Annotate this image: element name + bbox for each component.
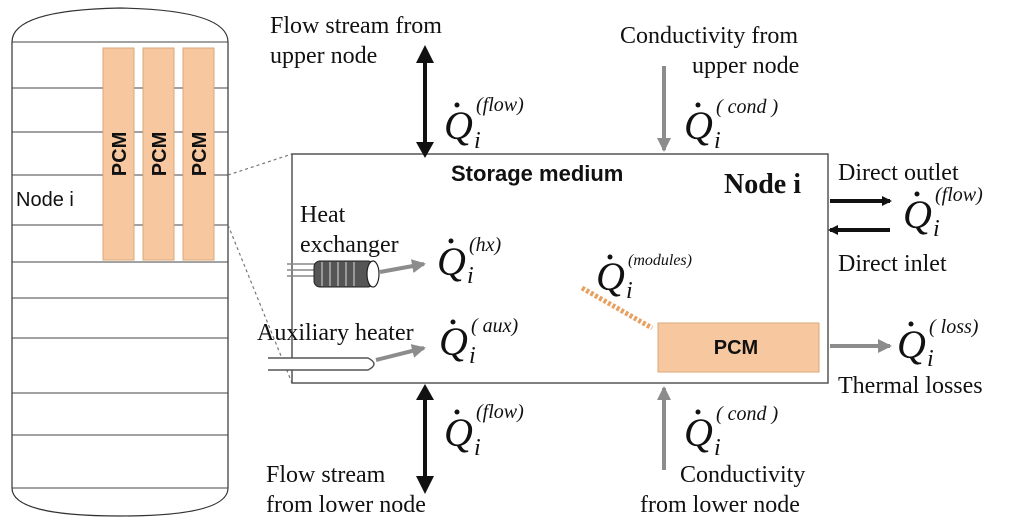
svg-text:(flow): (flow) xyxy=(935,184,983,206)
svg-text:( cond ): ( cond ) xyxy=(716,96,779,118)
q-aux: Q i ( aux) xyxy=(439,315,519,369)
q-loss: Q i ( loss) xyxy=(897,316,979,372)
svg-text:i: i xyxy=(469,343,476,369)
svg-text:Q: Q xyxy=(903,192,932,237)
svg-text:i: i xyxy=(714,128,721,154)
svg-text:(flow): (flow) xyxy=(476,94,524,116)
flow-upper-label-1: Flow stream from xyxy=(270,13,442,39)
auxiliary-heater-icon xyxy=(268,357,375,371)
svg-text:Q: Q xyxy=(437,239,466,284)
q-flow-lower: Q i (flow) xyxy=(444,401,524,461)
cond-lower-label-2: from lower node xyxy=(640,492,800,518)
pcm-module-1 xyxy=(102,47,135,261)
auxiliary-heater-label: Auxiliary heater xyxy=(257,320,414,346)
pcm-block xyxy=(657,322,820,373)
svg-text:i: i xyxy=(933,216,940,242)
svg-text:Q: Q xyxy=(897,322,926,367)
heat-exchanger-label-1: Heat xyxy=(300,202,346,228)
flow-lower-label-1: Flow stream xyxy=(266,462,386,488)
cond-upper-label-2: upper node xyxy=(692,53,799,79)
pcm-block-label: PCM xyxy=(714,337,758,359)
svg-text:i: i xyxy=(714,435,721,461)
cond-upper-label-1: Conductivity from xyxy=(620,23,798,49)
svg-text:i: i xyxy=(467,263,474,289)
aux-arrow xyxy=(375,344,426,362)
heat-exchanger-icon xyxy=(287,260,380,288)
svg-text:(modules): (modules) xyxy=(628,252,692,269)
storage-medium-title: Storage medium xyxy=(451,161,623,186)
flow-upper-label-2: upper node xyxy=(270,43,377,69)
q-cond-lower: Q i ( cond ) xyxy=(684,403,779,461)
q-cond-upper: Q i ( cond ) xyxy=(684,96,779,154)
node-i-title: Node i xyxy=(724,169,801,200)
svg-text:i: i xyxy=(626,278,633,304)
thermal-losses-label: Thermal losses xyxy=(838,373,983,399)
flow-upper-arrow xyxy=(416,45,434,158)
svg-text:Q: Q xyxy=(684,410,713,455)
pcm-module-3 xyxy=(182,47,215,261)
svg-text:Q: Q xyxy=(684,103,713,148)
zoom-line-top xyxy=(227,153,293,176)
svg-text:Q: Q xyxy=(439,319,468,364)
hx-arrow xyxy=(379,259,426,274)
q-flow-upper: Q i (flow) xyxy=(444,94,524,154)
pcm-module-2-label: PCM xyxy=(149,132,171,176)
direct-outlet-label: Direct outlet xyxy=(838,160,959,186)
direct-inlet-label: Direct inlet xyxy=(838,251,947,277)
flow-lower-label-2: from lower node xyxy=(266,492,426,518)
flow-lower-arrow xyxy=(416,384,434,494)
svg-text:Q: Q xyxy=(444,103,473,148)
svg-text:i: i xyxy=(474,128,481,154)
svg-text:( loss): ( loss) xyxy=(929,316,979,338)
svg-text:i: i xyxy=(474,435,481,461)
svg-text:( aux): ( aux) xyxy=(471,315,519,337)
heat-exchanger-label-2: exchanger xyxy=(300,232,399,258)
svg-text:(hx): (hx) xyxy=(469,234,502,256)
modules-dashed-line xyxy=(580,285,654,331)
svg-text:( cond ): ( cond ) xyxy=(716,403,779,425)
svg-text:Q: Q xyxy=(596,254,625,299)
pcm-module-2 xyxy=(142,47,175,261)
svg-text:Q: Q xyxy=(444,410,473,455)
q-modules: Q i (modules) xyxy=(596,252,692,304)
svg-text:i: i xyxy=(927,346,934,372)
pcm-module-3-label: PCM xyxy=(189,132,211,176)
q-hx: Q i (hx) xyxy=(437,234,502,289)
zoom-line-bottom xyxy=(227,224,293,384)
svg-text:(flow): (flow) xyxy=(476,401,524,423)
tank-node-label: Node i xyxy=(16,189,74,211)
q-flow-direct: Q i (flow) xyxy=(903,184,983,242)
cond-lower-label-1: Conductivity xyxy=(680,462,805,488)
storage-tank: PCM PCM PCM Node i xyxy=(11,7,229,517)
pcm-module-1-label: PCM xyxy=(109,132,131,176)
